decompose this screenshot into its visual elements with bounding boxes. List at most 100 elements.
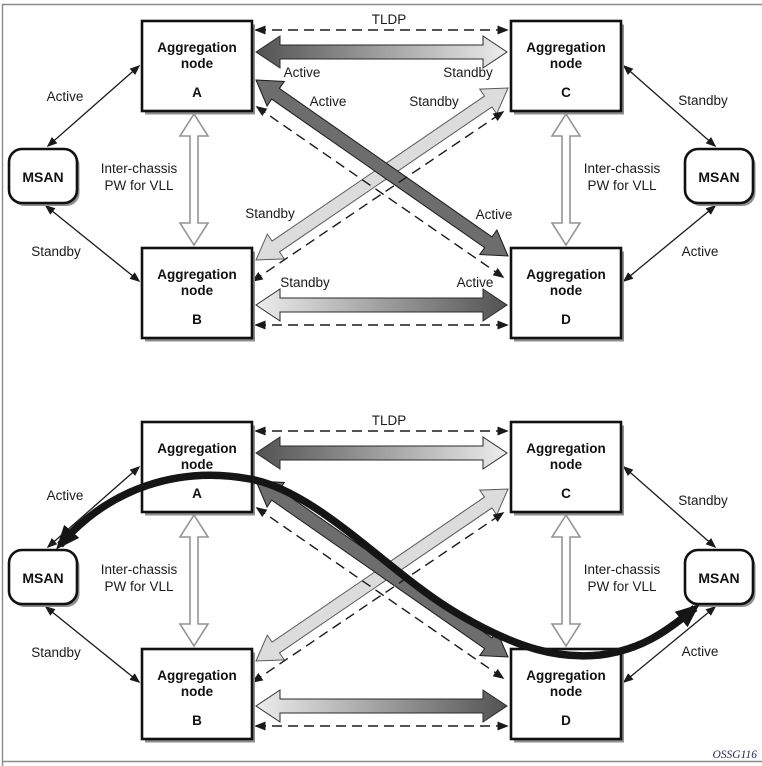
link-msan-a [46,465,141,549]
msan-b-standby-label: Standby [31,645,81,660]
interchassis-right-line1: Inter-chassis [584,562,661,577]
node-d-letter: D [561,312,571,327]
node-d: Aggregation node D [509,647,624,743]
msan-c-standby-label: Standby [678,493,728,508]
msan-right-label: MSAN [698,169,739,185]
msan-left-label: MSAN [22,570,63,586]
node-c: Aggregation node C [509,19,624,115]
node-d-line2: node [550,684,583,699]
node-c-line1: Aggregation [526,441,606,456]
msan-left: MSAN [7,548,80,607]
node-c-letter: C [561,486,571,501]
interchassis-left-line1: Inter-chassis [101,562,178,577]
msan-b-standby-label: Standby [31,244,81,259]
dashed-link-b-c [251,111,505,282]
node-b: Aggregation node B [140,647,255,743]
link-msan-c [622,64,717,148]
msan-c-standby-label: Standby [678,93,728,108]
node-a-line2: node [181,56,214,71]
msan-d-active-label: Active [682,244,719,259]
pw-arrow-a-c [255,35,508,69]
node-b-box [140,647,254,741]
node-b-line1: Aggregation [157,668,237,683]
pw-arrow-b-d [255,288,508,322]
interchassis-pw-arrow-right [550,112,582,247]
link-msan-a [46,64,141,148]
bc-standby-label-c: Standby [409,94,459,109]
node-c-line2: node [550,457,583,472]
interchassis-pw-arrow-left [178,513,210,648]
node-b-line2: node [181,684,214,699]
dashed-link-a-d [255,106,505,278]
tldp-label: TLDP [372,12,407,27]
node-d-line1: Aggregation [526,267,606,282]
interchassis-pw-arrow-right [550,513,582,648]
node-d-line1: Aggregation [526,668,606,683]
figure-code: OSSG116 [712,749,757,761]
node-b: Aggregation node B [140,246,255,342]
link-msan-d [622,606,717,683]
node-d-box [509,246,623,340]
bottom-diagram: Aggregation node A Aggregation node C Ag… [7,413,756,743]
link-msan-c [622,465,717,549]
msan-right-label: MSAN [698,570,739,586]
msan-d-active-label: Active [682,644,719,659]
pw-arrow-b-d [255,689,508,723]
ac-active-label: Active [284,65,321,80]
node-c-line2: node [550,56,583,71]
msan-left-box [7,147,79,205]
frame-border-top-left [1,3,762,766]
tldp-label: TLDP [372,413,407,428]
dashed-link-b-c [251,512,505,683]
bc-standby-label-b: Standby [245,206,295,221]
node-a-line1: Aggregation [157,441,237,456]
bd-active-label: Active [457,275,494,290]
msan-right-box [683,147,755,205]
interchassis-right-line2: PW for VLL [587,178,657,193]
node-b-letter: B [192,713,202,728]
ad-active-label-d: Active [476,207,513,222]
interchassis-pw-arrow-left [178,112,210,247]
node-d-letter: D [561,713,571,728]
msan-right: MSAN [683,147,756,206]
node-b-box [140,246,254,340]
msan-left-label: MSAN [22,169,63,185]
interchassis-right-line2: PW for VLL [587,579,657,594]
node-b-letter: B [192,312,202,327]
node-c-box [509,420,623,514]
active-traffic-path-arrow [56,471,700,660]
node-d: Aggregation node D [509,246,624,342]
dashed-link-a-d [255,507,505,679]
node-a: Aggregation node A [140,420,255,516]
node-a: Aggregation node A [140,19,255,115]
node-a-line1: Aggregation [157,40,237,55]
node-b-line2: node [181,283,214,298]
msan-right: MSAN [683,548,756,607]
top-diagram: Aggregation node A Aggregation node C Ag… [7,12,756,342]
node-c-line1: Aggregation [526,40,606,55]
interchassis-left-line1: Inter-chassis [101,161,178,176]
pw-arrow-a-c [255,436,508,470]
node-d-line2: node [550,283,583,298]
node-c: Aggregation node C [509,420,624,516]
node-d-box [509,647,623,741]
node-c-letter: C [561,85,571,100]
msan-a-active-label: Active [47,89,84,104]
bd-standby-label: Standby [280,275,330,290]
link-msan-d [622,205,717,282]
msan-left: MSAN [7,147,80,206]
link-msan-b [44,205,141,282]
node-b-line1: Aggregation [157,267,237,282]
node-a-line2: node [181,457,214,472]
node-a-box [140,420,254,514]
ad-active-label-a: Active [310,94,347,109]
interchassis-left-line2: PW for VLL [104,579,174,594]
node-a-letter: A [192,486,202,501]
interchassis-left-line2: PW for VLL [104,178,174,193]
interchassis-right-line1: Inter-chassis [584,161,661,176]
node-a-letter: A [192,85,202,100]
msan-a-active-label: Active [47,488,84,503]
node-a-box [140,19,254,113]
